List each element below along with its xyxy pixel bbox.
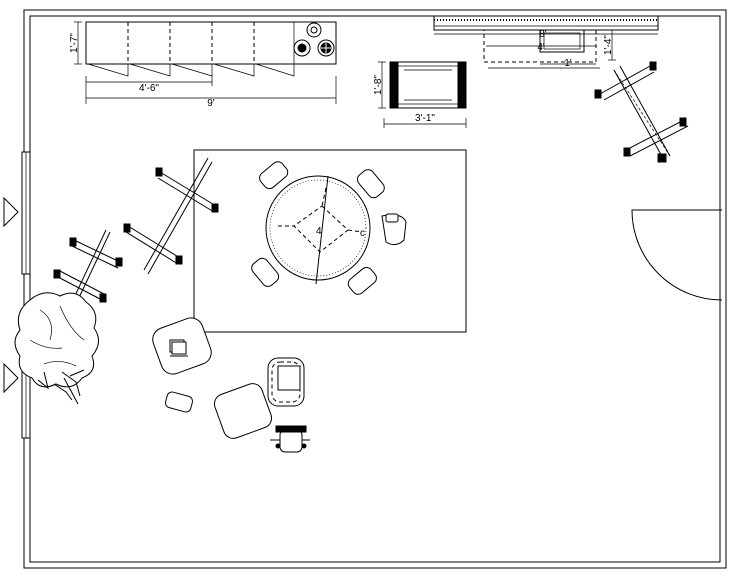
dining-chairs [251, 161, 407, 295]
room-walls [23, 9, 727, 569]
treadmill-dimension-lines [378, 61, 467, 128]
diagonal-rack-right [594, 61, 689, 163]
counter-total-width-label: 9' [207, 98, 215, 109]
desk-depth-label: 1'-4" [603, 35, 614, 55]
dining-table: 4 c [265, 175, 371, 285]
desk-dimension-lines [434, 29, 658, 65]
diagonal-rack-left-lower [53, 229, 123, 305]
plant-icon [14, 292, 99, 405]
burner-icon [293, 22, 335, 57]
counter-depth-label: 1'-7" [69, 33, 80, 53]
desk-total-width-label: 8' [539, 29, 547, 40]
svg-text:4: 4 [316, 226, 322, 237]
rug [193, 149, 467, 333]
desk-inner-width-label: 4' [537, 42, 545, 53]
entry-arrow-upper-icon [3, 196, 19, 228]
ottoman-upper [152, 317, 212, 375]
side-chair [381, 213, 407, 246]
task-chair [270, 425, 310, 453]
desk-small-width-label: 1' [564, 58, 572, 69]
treadmill-depth-label: 1'-8" [373, 75, 384, 95]
diagonal-rack-left-upper [123, 157, 219, 275]
desk-unit [433, 15, 659, 69]
door-swing [631, 209, 723, 301]
armchair [267, 357, 305, 407]
svg-text:c: c [360, 228, 365, 239]
counter-cabinet-unit [85, 21, 337, 77]
counter-section-width-label: 4'-6" [139, 83, 159, 94]
small-ottoman [164, 391, 194, 413]
treadmill [389, 61, 467, 109]
treadmill-width-label: 3'-1" [415, 113, 435, 124]
counter-dimension-lines [74, 21, 337, 104]
entry-arrow-lower-icon [3, 362, 19, 394]
ottoman-lower [213, 383, 273, 439]
window-upper [21, 151, 31, 275]
